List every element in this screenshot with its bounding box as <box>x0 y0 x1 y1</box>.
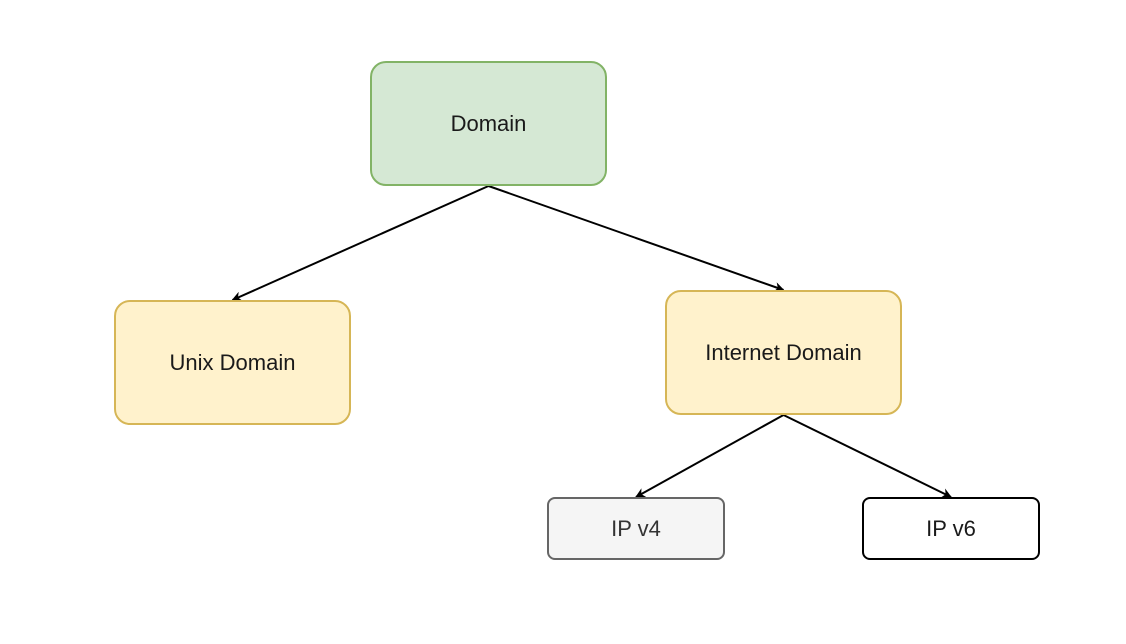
edge-internet-to-ipv6 <box>783 414 952 498</box>
unix-domain-node[interactable]: Unix Domain <box>114 300 351 425</box>
unix-domain-node-label: Unix Domain <box>169 349 296 375</box>
ipv4-node-label: IP v4 <box>611 515 661 541</box>
ipv4-node[interactable]: IP v4 <box>547 497 725 560</box>
domain-node[interactable]: Domain <box>370 61 607 186</box>
internet-domain-node[interactable]: Internet Domain <box>665 290 902 415</box>
edge-internet-to-ipv4 <box>635 414 784 498</box>
domain-node-label: Domain <box>450 110 527 136</box>
ipv6-node-label: IP v6 <box>926 515 976 541</box>
edge-domain-to-internet <box>488 185 785 292</box>
edge-domain-to-unix <box>231 185 489 301</box>
internet-domain-node-label: Internet Domain <box>705 339 862 365</box>
ipv6-node[interactable]: IP v6 <box>862 497 1040 560</box>
